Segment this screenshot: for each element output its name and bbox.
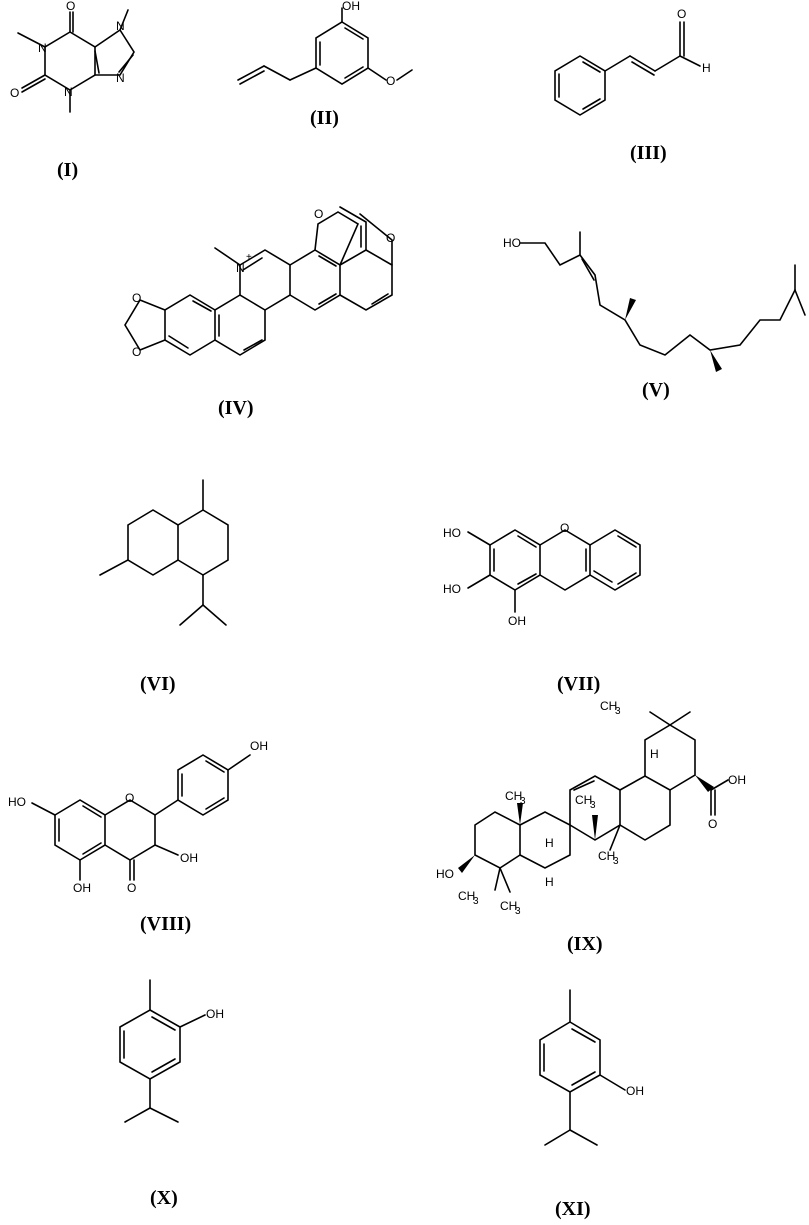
atom-label: HO (8, 795, 26, 809)
atom-label: N (116, 71, 125, 85)
structure-label-II: (II) (310, 107, 339, 129)
atom-label: O (10, 86, 19, 100)
structure-label-IX: (IX) (567, 933, 603, 955)
atom-label: CH (500, 899, 517, 913)
structure-X-carvacrol: OH (X) (119, 979, 224, 1209)
atom-label: OH (180, 851, 198, 865)
atom-subscript: 3 (590, 800, 596, 811)
structure-VIII-dihydrokaempferol: O O HO OH OH OH (VIII) (8, 739, 268, 935)
atom-label: CH (598, 849, 615, 863)
atom-label: O (677, 7, 686, 21)
structure-VI-cadinane: (VI) (99, 479, 229, 695)
atom-label: CH (575, 793, 592, 807)
structure-label-VII: (VII) (557, 673, 600, 695)
atom-label: O (708, 817, 717, 831)
atom-label: O (560, 521, 569, 535)
structure-label-XI: (XI) (555, 1198, 591, 1220)
atom-label: H (702, 61, 711, 75)
atom-label: CH (600, 699, 617, 713)
atom-label: N (64, 85, 73, 99)
atom-subscript: 3 (473, 896, 479, 907)
atom-label: O (386, 74, 395, 88)
structure-label-III: (III) (630, 142, 667, 164)
atom-subscript: 3 (515, 906, 521, 917)
structure-XI-thymol: OH (XI) (539, 989, 644, 1220)
structure-VII-flavene: O HO HO OH (VII) (443, 521, 641, 695)
structure-III-cinnamaldehyde: O H (III) (554, 7, 711, 164)
atom-subscript: 3 (520, 796, 526, 807)
atom-label: OH (342, 0, 360, 13)
atom-label: N (38, 41, 47, 55)
atom-label: OH (508, 614, 526, 628)
atom-label: N (236, 261, 245, 275)
structure-V-phytol: HO (V) (503, 231, 806, 401)
atom-label: H (545, 836, 554, 850)
structure-II-eugenol: OH O (II) (237, 0, 413, 129)
atom-label: HO (443, 582, 461, 596)
atom-label: OH (206, 1007, 224, 1021)
atom-label: O (66, 0, 75, 13)
structure-I-caffeine: O N O N N N (I) (10, 0, 135, 181)
atom-label: CH (458, 889, 475, 903)
atom-label: O (386, 231, 395, 245)
atom-label: OH (626, 1084, 644, 1098)
structure-label-X: (X) (150, 1187, 178, 1209)
atom-label: HO (443, 526, 461, 540)
atom-label: OH (728, 773, 746, 787)
atom-label: O (132, 291, 141, 305)
atom-label: O (132, 345, 141, 359)
atom-label: OH (73, 881, 91, 895)
atom-charge: + (246, 252, 252, 263)
atom-subscript: 3 (613, 856, 619, 867)
atom-subscript: 3 (615, 706, 621, 717)
structure-label-IV: (IV) (218, 397, 254, 419)
atom-label: N (116, 19, 125, 33)
atom-label: CH (505, 789, 522, 803)
atom-label: HO (436, 867, 454, 881)
structure-IV-sanguinarine: N + O O O O (IV) (124, 206, 395, 419)
atom-label: HO (503, 236, 521, 250)
atom-label: H (650, 747, 659, 761)
atom-label: O (314, 207, 323, 221)
atom-label: O (127, 881, 136, 895)
structure-IX-oleanolic-acid: HO OH O H H H CH 3 CH 3 CH 3 CH 3 CH 3 C… (436, 699, 746, 955)
structure-label-VIII: (VIII) (140, 913, 191, 935)
structure-label-VI: (VI) (140, 673, 176, 695)
structure-label-V: (V) (642, 379, 670, 401)
atom-label: OH (250, 739, 268, 753)
structure-label-I: (I) (57, 159, 78, 181)
atom-label: O (125, 791, 134, 805)
atom-label: H (545, 875, 554, 889)
